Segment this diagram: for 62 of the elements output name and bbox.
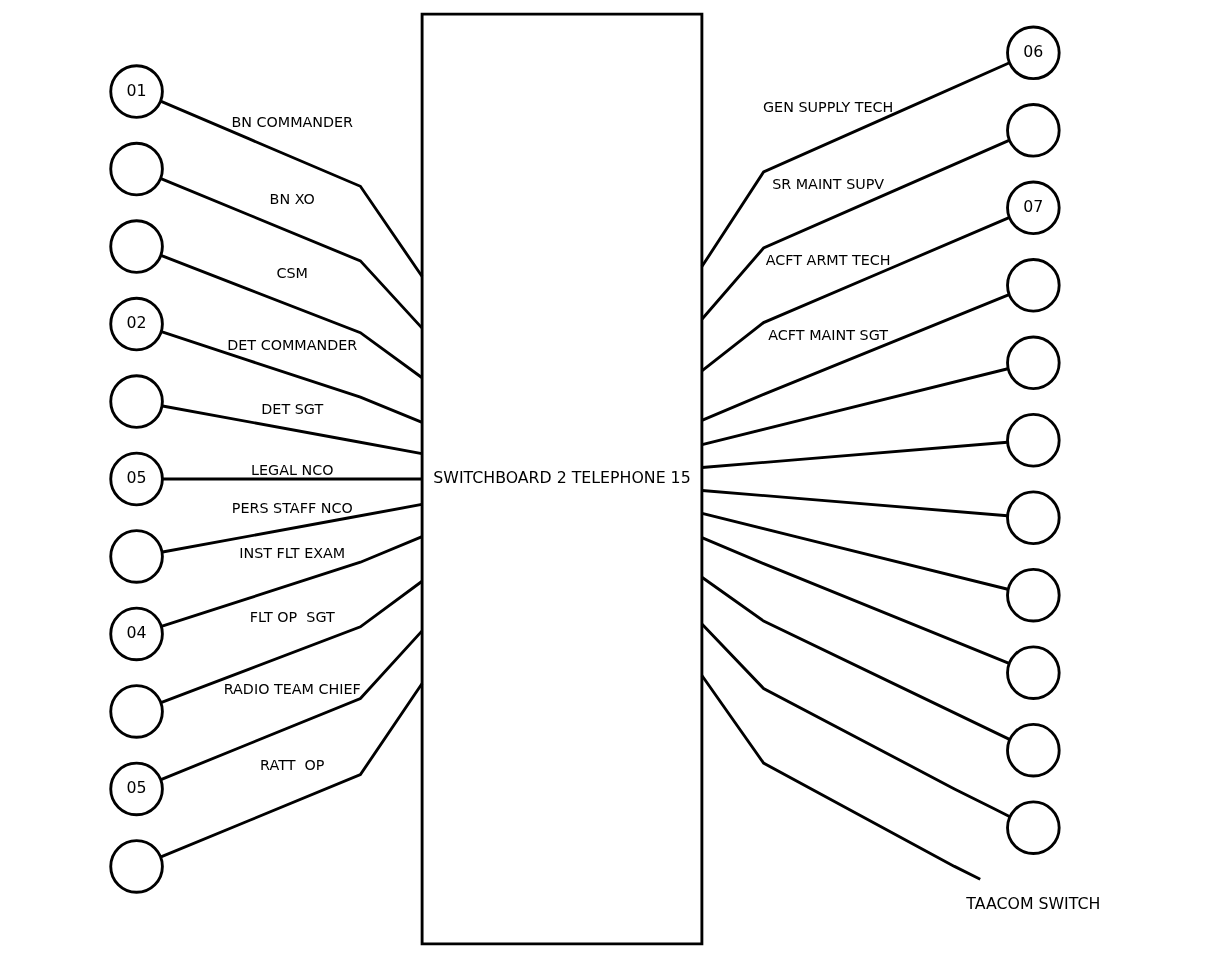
node-text: TAACOM SWITCH bbox=[965, 894, 1100, 914]
node-circle bbox=[1005, 645, 1061, 700]
edge-label: GEN SUPPLY TECH bbox=[762, 98, 893, 115]
connector bbox=[701, 367, 1008, 446]
edge-label: BN XO bbox=[269, 190, 315, 207]
connector bbox=[700, 139, 1010, 321]
connector bbox=[160, 535, 423, 628]
node-circle: 05 bbox=[108, 451, 164, 507]
connector bbox=[700, 674, 981, 881]
edge-label: ACFT MAINT SGT bbox=[767, 326, 888, 343]
edge-label: FLT OP SGT bbox=[249, 609, 335, 626]
node-circle bbox=[108, 529, 164, 584]
connector bbox=[159, 580, 423, 705]
node-circle bbox=[1005, 800, 1061, 855]
node-circle bbox=[1005, 103, 1061, 158]
node-circle bbox=[108, 141, 164, 197]
edge-label: ACFT ARMT TECH bbox=[765, 252, 891, 269]
connector bbox=[700, 576, 1010, 741]
connector bbox=[159, 177, 423, 330]
connector bbox=[159, 629, 423, 781]
connector bbox=[701, 489, 1007, 518]
edge-label: BN COMMANDER bbox=[230, 114, 353, 131]
node-circle: 06 bbox=[1005, 25, 1061, 81]
connector bbox=[159, 99, 423, 278]
edge-label: PERS STAFF NCO bbox=[231, 500, 353, 517]
node-circle bbox=[1005, 567, 1061, 623]
node-circle bbox=[108, 839, 164, 894]
edge-label: RADIO TEAM CHIEF bbox=[223, 681, 361, 698]
connector bbox=[700, 536, 1010, 665]
connector bbox=[160, 330, 423, 424]
node-circle bbox=[108, 374, 164, 429]
edge-label: SR MAINT SUPV bbox=[771, 176, 884, 193]
connector bbox=[700, 622, 1011, 818]
connector bbox=[701, 440, 1007, 469]
connector bbox=[700, 61, 1010, 268]
node-circle: 01 bbox=[108, 64, 164, 119]
connector bbox=[700, 293, 1010, 422]
node-circle: 07 bbox=[1005, 180, 1061, 236]
edge-label: RATT OP bbox=[259, 757, 324, 774]
connector bbox=[700, 216, 1010, 372]
connector bbox=[161, 503, 422, 554]
connector bbox=[159, 254, 423, 379]
node-circle bbox=[1005, 258, 1061, 313]
node-circle bbox=[108, 219, 164, 274]
edge-label: CSM bbox=[276, 265, 308, 282]
edge-label: INST FLT EXAM bbox=[238, 544, 345, 561]
node-circle bbox=[1005, 490, 1061, 545]
edge-label: LEGAL NCO bbox=[250, 461, 333, 478]
connector bbox=[161, 404, 422, 455]
connector bbox=[159, 682, 423, 859]
edge-label: DET SGT bbox=[260, 401, 323, 418]
node-circle bbox=[1005, 413, 1061, 468]
node-box: SWITCHBOARD 2 TELEPHONE 15 bbox=[420, 12, 703, 946]
node-circle: 04 bbox=[108, 606, 164, 662]
connector bbox=[162, 477, 422, 481]
node-circle: 05 bbox=[108, 761, 164, 817]
node-circle bbox=[1005, 722, 1061, 778]
node-circle bbox=[108, 684, 164, 739]
node-circle bbox=[1005, 335, 1061, 391]
connector bbox=[701, 512, 1008, 591]
edge-label: DET COMMANDER bbox=[226, 336, 357, 353]
node-circle: 02 bbox=[108, 296, 164, 352]
